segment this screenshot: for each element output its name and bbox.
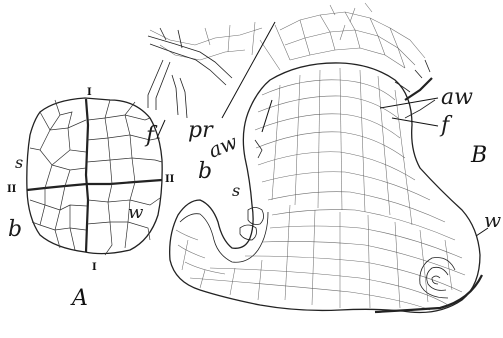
panel-b-left-strands (148, 28, 232, 118)
panel-a-label-top-roman: I (87, 87, 92, 98)
panel-b-cell-bands (176, 80, 465, 310)
panel-a-label-right-roman: II (165, 174, 175, 185)
panel-b-outline (170, 63, 480, 313)
panel-b-label-f-right: f (439, 113, 453, 138)
panel-a-cross-section: I I II II s b w A (7, 87, 175, 311)
panel-a-cells (30, 100, 162, 255)
panel-b-top-tissue (150, 3, 425, 70)
panel-a-label-bottom-roman: I (92, 262, 97, 273)
panel-b-label-b: b (198, 159, 212, 184)
panel-a-label-w: w (128, 202, 144, 223)
panel-a-vertical-wall (86, 99, 88, 252)
panel-b-label-s: s (232, 181, 240, 200)
panel-b-caption: B (470, 143, 487, 168)
panel-b-longitudinal-section: f pr aw aw f b s w B (144, 3, 501, 313)
panel-a-outline (27, 98, 162, 254)
panel-a-caption: A (70, 286, 88, 311)
panel-a-label-b: b (8, 217, 22, 242)
panel-b-s-structure (240, 140, 264, 240)
panel-a-label-s: s (15, 153, 23, 172)
leader-aw-right (380, 98, 438, 108)
panel-b-label-aw-right: aw (441, 85, 473, 110)
panel-b-radial-walls (182, 68, 452, 308)
panel-b-label-w: w (484, 208, 501, 232)
panel-b-label-f-left: f (144, 123, 158, 148)
leader-f-left (157, 120, 165, 138)
leader-aw-left (262, 100, 272, 132)
panel-b-appendage (395, 60, 435, 118)
panel-a-label-left-roman: II (7, 184, 17, 195)
